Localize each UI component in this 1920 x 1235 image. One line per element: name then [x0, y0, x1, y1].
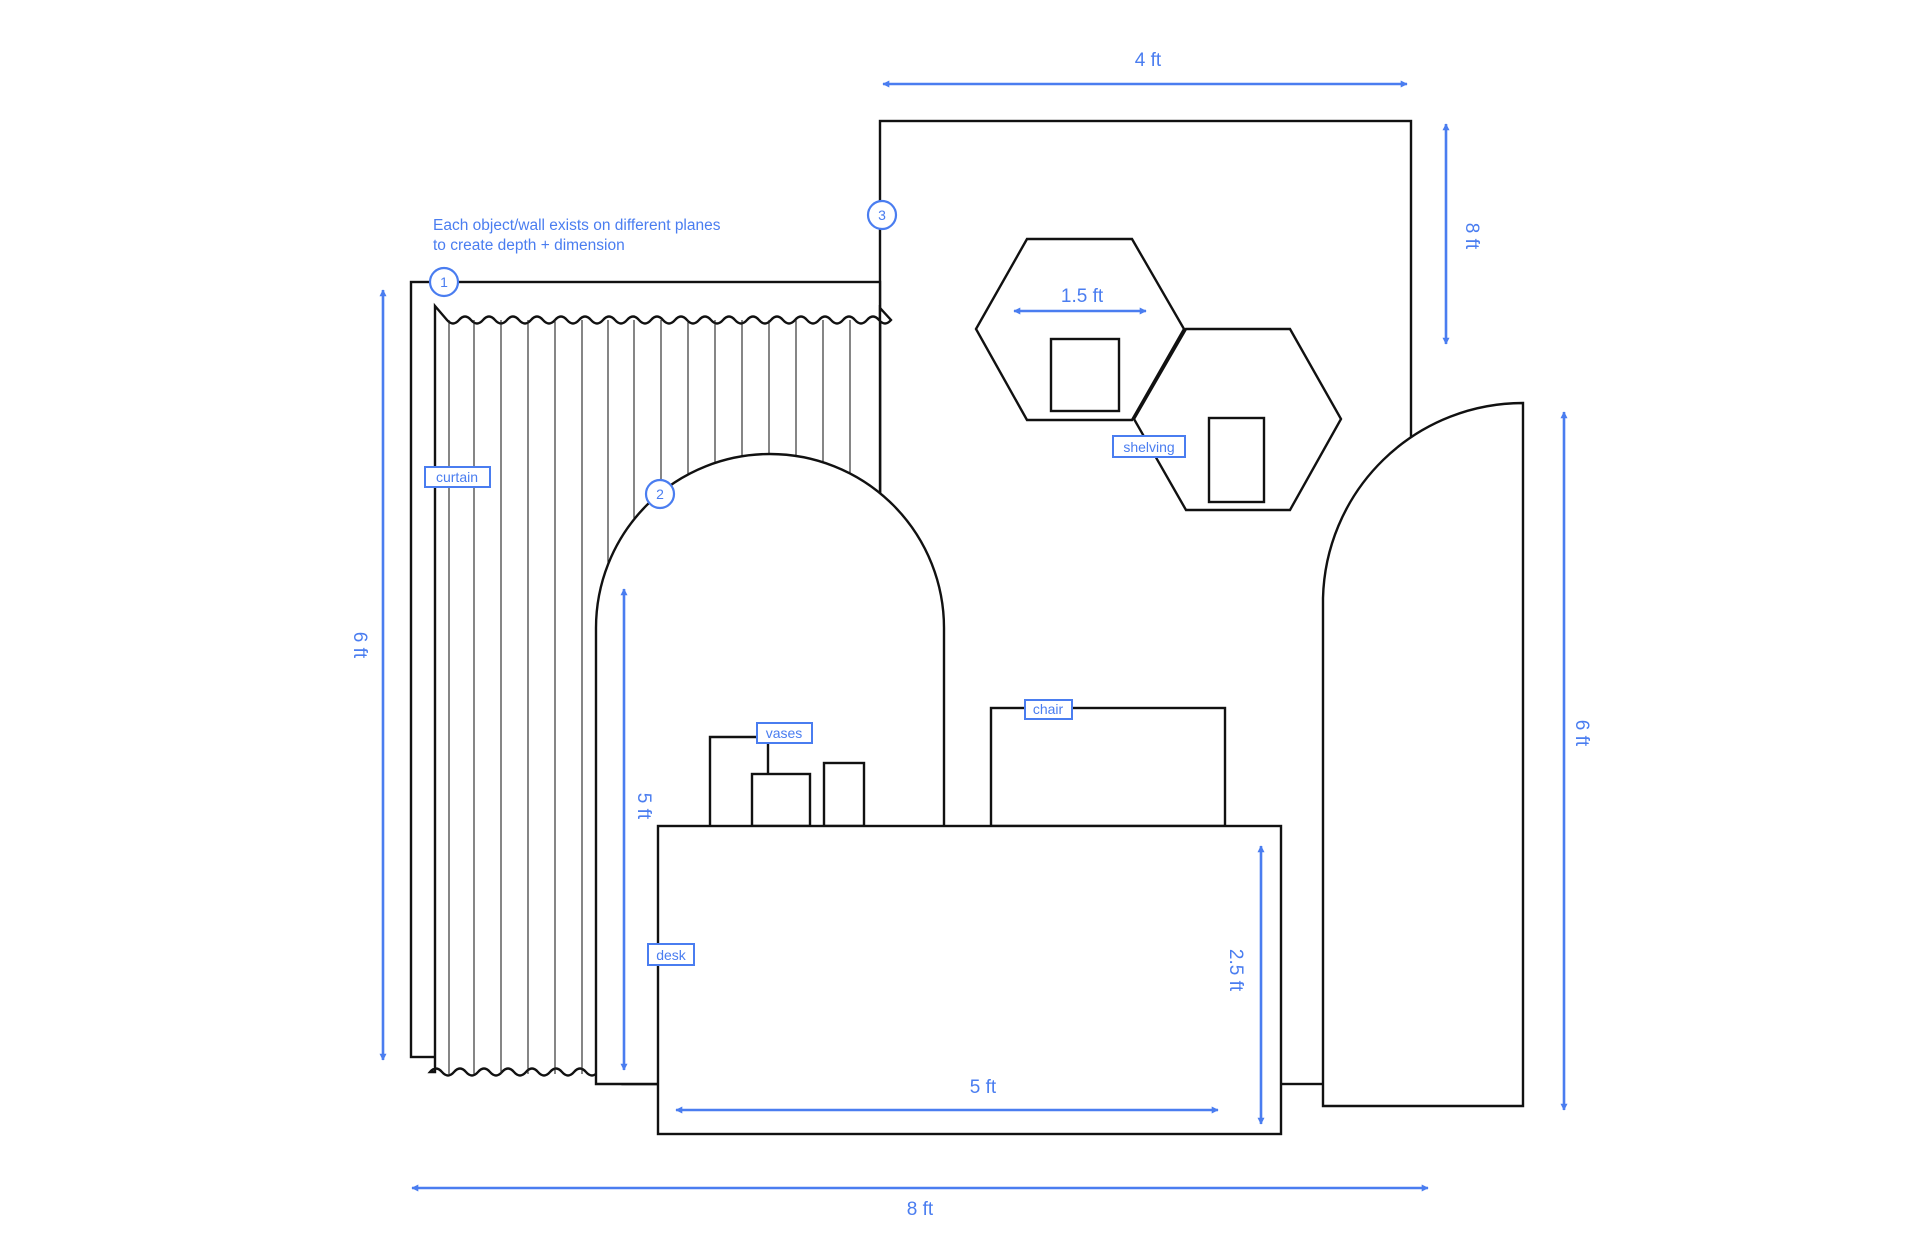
dim-overall-width-label: 8 ft: [907, 1199, 934, 1220]
step-badge-1: 1: [428, 266, 460, 298]
dim-curtain-height-label: 6 ft: [349, 632, 370, 659]
dim-shelf-width-label: 1.5 ft: [1061, 286, 1104, 307]
shelf-item-left: [1049, 337, 1121, 413]
note-line-1: Each object/wall exists on different pla…: [433, 217, 721, 234]
dim-right-panel-height-label: 8 ft: [1461, 223, 1482, 250]
dim-top-width-label: 4 ft: [1135, 50, 1162, 71]
dim-desk-width-label: 5 ft: [970, 1077, 997, 1098]
vases-bracket: [708, 735, 768, 826]
tag-vases: vases: [756, 722, 813, 744]
tag-curtain: curtain: [424, 466, 491, 488]
tag-chair: chair: [1024, 699, 1073, 720]
step-badge-1-number: 1: [440, 274, 448, 290]
step-badge-2: 2: [644, 478, 676, 510]
tag-desk-label: desk: [656, 947, 687, 963]
dim-right-arch-height-label: 6 ft: [1571, 720, 1592, 747]
tag-shelving: shelving: [1112, 435, 1186, 458]
right-arch-panel: [1321, 401, 1525, 1108]
vase-square: [750, 772, 812, 828]
tag-vases-label: vases: [766, 725, 803, 741]
shelf-item-right: [1207, 416, 1266, 504]
dim-arch-height-label: 5 ft: [633, 793, 654, 820]
hex-shelf-left: [974, 237, 1186, 422]
step-badge-2-number: 2: [656, 486, 664, 502]
desk-shape: [656, 824, 1283, 1136]
tag-chair-label: chair: [1033, 701, 1064, 717]
step-badge-3-number: 3: [878, 207, 886, 223]
chair-shape: [989, 706, 1227, 828]
vase-tall: [822, 761, 866, 828]
tag-shelving-label: shelving: [1123, 439, 1174, 455]
step-badge-3: 3: [866, 199, 898, 231]
tag-curtain-label: curtain: [436, 469, 478, 485]
note-line-2: to create depth + dimension: [433, 237, 625, 254]
tag-desk: desk: [647, 943, 695, 966]
dim-desk-height-label: 2.5 ft: [1225, 949, 1246, 992]
